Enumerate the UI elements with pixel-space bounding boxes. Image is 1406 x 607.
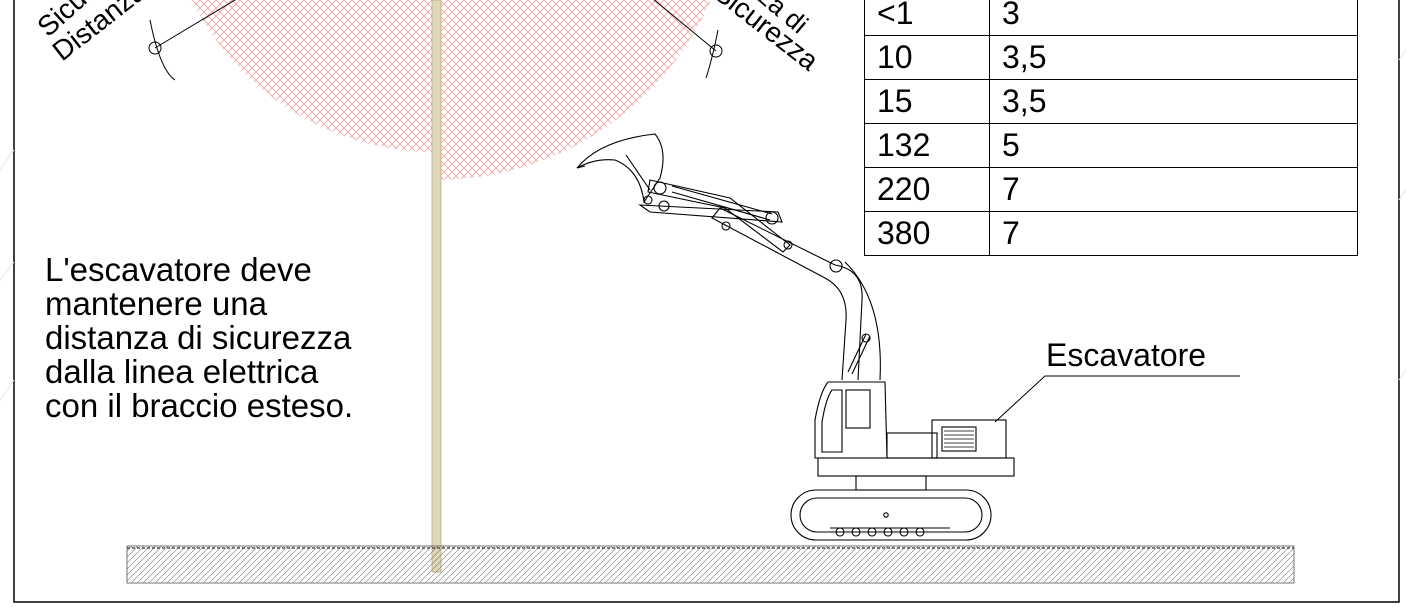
table-row: 15 3,5 [864, 79, 1358, 124]
voltage-cell: 220 [864, 167, 990, 212]
voltage-cell: 15 [864, 79, 990, 124]
safety-zone-left [191, 0, 436, 152]
safety-zone-right [436, 0, 711, 180]
background-guides [0, 49, 1406, 401]
radius-marker-left [148, 41, 162, 55]
distance-cell: 7 [989, 211, 1358, 256]
zone-boundary-right [705, 29, 719, 79]
table-row: 10 3,5 [864, 35, 1358, 80]
distance-cell: 3,5 [989, 79, 1358, 124]
note-line: L'escavatore deve [45, 251, 312, 288]
distance-cell: 3 [989, 0, 1358, 36]
excavator-callout-line [994, 375, 1240, 423]
voltage-cell: 10 [864, 35, 990, 80]
excavator-label: Escavatore [1046, 337, 1206, 373]
note-line: con il braccio esteso. [45, 387, 354, 424]
power-line-pole [431, 0, 442, 573]
instruction-note: L'escavatore deve mantenere una distanza… [45, 253, 425, 423]
voltage-cell: <1 [864, 0, 990, 36]
radius-line-right [653, 0, 717, 52]
note-line: dalla linea elettrica [45, 353, 319, 390]
table-row: 380 7 [864, 211, 1358, 256]
zone-boundary-left [149, 19, 176, 81]
distance-cell: 5 [989, 123, 1358, 168]
radius-line-left [154, 0, 236, 49]
distance-cell: 3,5 [989, 35, 1358, 80]
voltage-distance-table: <1 3 10 3,5 15 3,5 132 5 220 7 380 7 [864, 0, 1358, 256]
table-row: 132 5 [864, 123, 1358, 168]
drawing-frame [13, 0, 1400, 603]
table-row: 220 7 [864, 167, 1358, 212]
radius-marker-right [709, 44, 723, 58]
distance-cell: 7 [989, 167, 1358, 212]
note-line: distanza di sicurezza [45, 319, 352, 356]
voltage-cell: 380 [864, 211, 990, 256]
voltage-cell: 132 [864, 123, 990, 168]
ground [126, 545, 1295, 584]
excavator [576, 133, 1015, 541]
note-line: mantenere una [45, 285, 267, 322]
table-row: <1 3 [864, 0, 1358, 36]
